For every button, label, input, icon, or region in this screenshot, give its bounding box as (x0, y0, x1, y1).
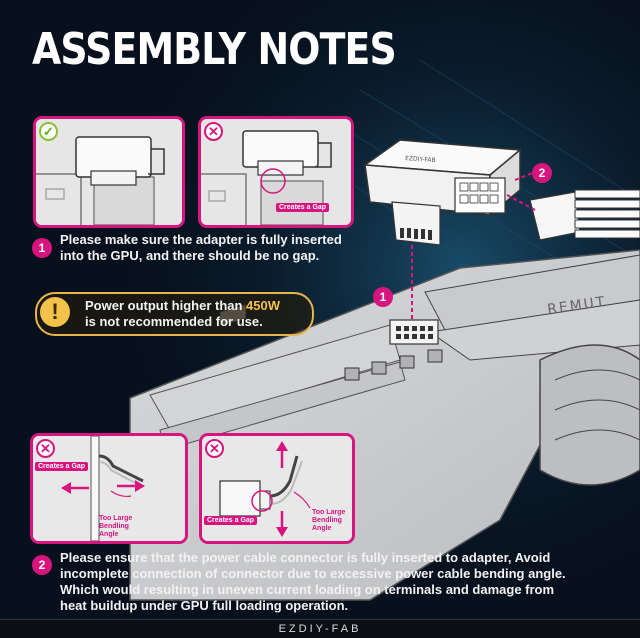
close-icon: ✕ (204, 122, 223, 141)
gap-label: Creates a Gap (276, 203, 330, 212)
bend-angle-drawing-left (33, 436, 185, 541)
power-warning-box: ! Power output higher than 450W is not r… (35, 292, 314, 336)
note-2-line-3: Which would resulting in uneven current … (60, 582, 555, 597)
diagram-marker-2: 2 (532, 163, 552, 183)
adapter-label-text: EZDIY-FAB (405, 155, 436, 164)
gap-insertion-drawing (201, 119, 351, 225)
note-2-line-4: heat buildup under GPU full loading oper… (60, 598, 349, 613)
page-title: ASSEMBLY NOTES (32, 24, 397, 75)
close-icon: ✕ (205, 439, 224, 458)
note-1-line-1: Please make sure the adapter is fully in… (60, 232, 342, 247)
warning-text: Power output higher than 450W is not rec… (85, 298, 280, 330)
gap-insertion-panel: ✕ Creates a Gap (198, 116, 354, 228)
warning-line-1: Power output higher than (85, 298, 247, 313)
gap-label: Creates a Gap (35, 462, 89, 471)
correct-insertion-drawing (36, 119, 182, 225)
warning-line-2: is not recommended for use. (85, 314, 263, 329)
note-1-text: Please make sure the adapter is fully in… (60, 232, 360, 264)
note-1-line-2: into the GPU, and there should be no gap… (60, 248, 320, 263)
step-number-2: 2 (32, 555, 52, 575)
footer-brand: EZDIY-FAB (0, 619, 640, 638)
bend-angle-panel-right: ✕ Creates a Gap Too Large Bendling Angle (199, 433, 355, 544)
note-2-line-1: Please ensure that the power cable conne… (60, 550, 551, 565)
warning-icon: ! (40, 297, 70, 327)
correct-insertion-panel: ✓ (33, 116, 185, 228)
gap-label: Creates a Gap (204, 516, 258, 525)
power-cable-illustration (529, 189, 640, 241)
bend-angle-label: Too Large Bendling Angle (312, 509, 346, 532)
check-icon: ✓ (39, 122, 58, 141)
step-number-1: 1 (32, 238, 52, 258)
note-2-line-2: incomplete connection of connector due t… (60, 566, 566, 581)
bend-angle-label: Too Large Bendling Angle (99, 515, 133, 538)
warning-wattage: 450W (246, 298, 281, 313)
diagram-marker-1: 1 (373, 287, 393, 307)
bend-angle-panel-left: ✕ Creates a Gap Too Large Bendling Angle (30, 433, 188, 544)
close-icon: ✕ (36, 439, 55, 458)
note-2-text: Please ensure that the power cable conne… (60, 550, 635, 614)
adapter-illustration (362, 139, 522, 246)
